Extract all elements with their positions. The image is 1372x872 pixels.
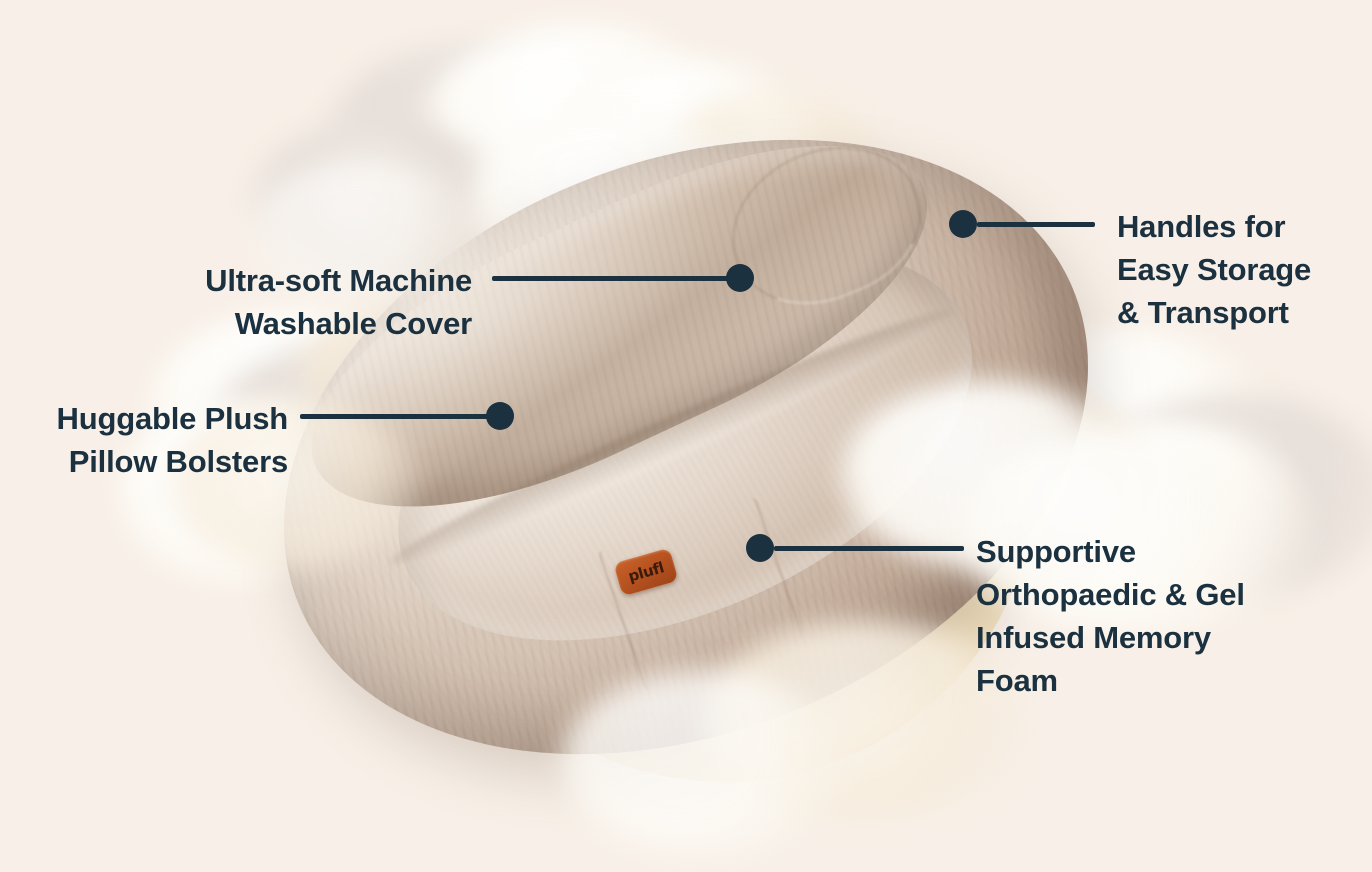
callout-label-bolsters: Huggable Plush Pillow Bolsters [56, 401, 289, 479]
callout-label-cover: Ultra-soft Machine Washable Cover [205, 263, 472, 341]
callout-line-foam [774, 546, 964, 551]
callout-line-cover [492, 276, 740, 281]
callout-line-bolsters [300, 414, 500, 419]
callout-dot-bolsters [486, 402, 514, 430]
callout-dot-foam [746, 534, 774, 562]
callout-dot-cover [726, 264, 754, 292]
callout-dot-handles [949, 210, 977, 238]
callout-label-foam: Supportive Orthopaedic & Gel Infused Mem… [976, 534, 1245, 698]
callout-line-handles [977, 222, 1095, 227]
callout-label-handles: Handles for Easy Storage & Transport [1117, 209, 1312, 330]
